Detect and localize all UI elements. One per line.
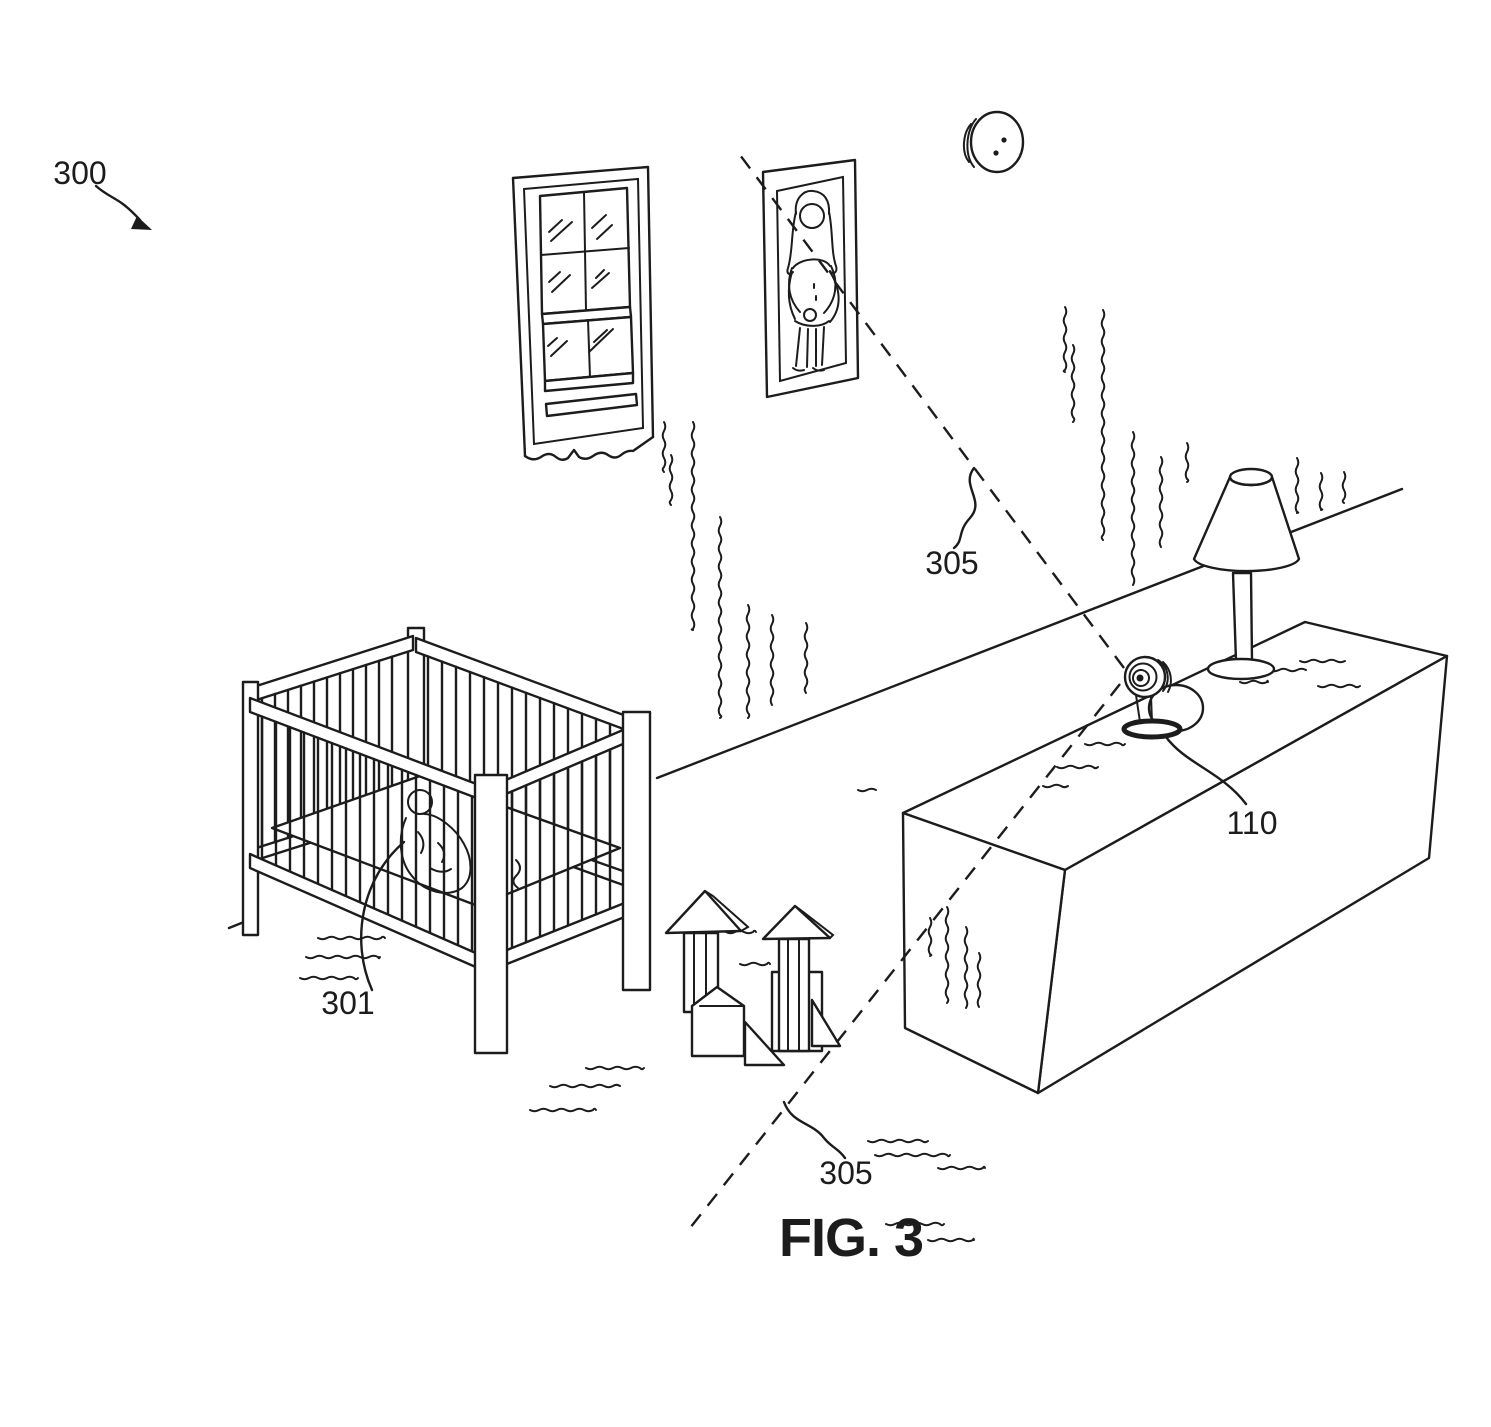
dresser-hatch-mark: [944, 906, 950, 1004]
wall-hatch-mark: [769, 614, 775, 706]
floor-hatch-mark: [317, 935, 386, 941]
toy-block-towers: [664, 889, 842, 1067]
floor-hatching: [299, 787, 986, 1243]
floor-hatch-mark: [885, 1221, 945, 1227]
glass-glare-lines: [547, 214, 614, 357]
floor-hatch-mark: [857, 787, 877, 793]
leader-305-lower: [782, 1100, 847, 1160]
crib-post-right: [621, 710, 652, 992]
label-305-lower: 305: [819, 1155, 872, 1191]
fov-line-upper: [739, 154, 1125, 669]
dresser-hatch-mark: [976, 952, 982, 1008]
lamp-stem: [1231, 571, 1254, 663]
wall-hatch-mark: [1130, 431, 1136, 586]
framed-portrait: [761, 158, 860, 399]
wall-hatching: [661, 306, 1347, 719]
floor-hatch-mark: [585, 1065, 645, 1071]
crib-slats-front-left: [260, 715, 474, 955]
leader-305-upper: [952, 466, 977, 550]
label-301: 301: [321, 985, 374, 1021]
wall-hatch-mark: [717, 516, 723, 719]
figure-caption: FIG. 3: [779, 1208, 923, 1268]
dresser-top-hatch-mark: [1269, 667, 1307, 673]
camera-base: [1121, 718, 1183, 740]
leader-110: [1164, 735, 1248, 806]
floor-hatch-mark: [299, 975, 359, 981]
camera-lens-icon: [1128, 662, 1158, 692]
dresser-top-hatch-mark: [1299, 658, 1346, 664]
dresser-hatch-mark: [927, 917, 933, 957]
dresser-hatch-mark: [963, 926, 969, 1009]
dresser-top-hatching: [1042, 658, 1361, 789]
block-wedge-center: [743, 1020, 786, 1067]
dresser-top-hatch-mark: [1084, 741, 1126, 747]
dresser-top-hatch-mark: [1317, 683, 1361, 689]
block-wedge-right: [810, 998, 842, 1048]
wall-hatch-mark: [661, 421, 667, 473]
leader-lines: [94, 184, 1248, 1160]
lamp-shade: [1192, 475, 1301, 573]
dresser-top-hatch-mark: [1239, 679, 1269, 685]
leader-300: [94, 184, 142, 222]
floor-hatch-mark: [874, 1152, 951, 1158]
wall-hatch-mark: [1318, 472, 1324, 511]
lamp-base: [1206, 657, 1276, 681]
floor-hatch-mark: [305, 954, 381, 960]
label-305-upper: 305: [925, 545, 978, 581]
wall-hatch-mark: [1184, 442, 1190, 483]
dresser-side-hatching: [927, 906, 982, 1009]
smoke-detector: [963, 110, 1025, 174]
table-lamp: [1192, 467, 1301, 681]
crib-post-near: [473, 773, 509, 1055]
camera-field-of-view: [689, 154, 1125, 1229]
label-300: 300: [53, 155, 106, 191]
floor-hatch-mark: [739, 961, 771, 967]
wall-hatch-mark: [803, 622, 809, 694]
floor-hatch-mark: [927, 1237, 975, 1243]
floor-hatch-mark: [867, 1138, 929, 1144]
dresser-top-hatch-mark: [1042, 783, 1069, 789]
fov-line-lower: [689, 683, 1121, 1229]
wall-hatch-mark: [1158, 456, 1164, 548]
baby-monitor-camera: [1121, 655, 1205, 740]
window-sill: [544, 392, 639, 418]
floor-hatch-mark: [529, 1107, 597, 1113]
wall-hatch-mark: [1341, 471, 1347, 504]
floor-hatch-mark: [549, 1083, 621, 1089]
wall-hatch-mark: [745, 604, 751, 719]
portrait-person: [786, 189, 840, 372]
wall-hatch-mark: [1062, 306, 1068, 373]
leader-300-arrowhead: [131, 216, 152, 230]
dresser-top-hatch-mark: [1056, 764, 1099, 770]
crib-post-left: [241, 680, 260, 937]
leader-301: [360, 840, 406, 992]
crib: [241, 626, 652, 1055]
window: [511, 165, 655, 461]
crib-slats-front-right: [510, 748, 612, 950]
wall-hatch-mark: [1294, 457, 1300, 514]
floor-hatch-mark: [937, 1165, 986, 1171]
wall-hatch-mark: [690, 421, 696, 631]
floor-hatch-mark: [725, 929, 757, 935]
block-arrow-roof-right: [761, 904, 832, 941]
wall-hatch-mark: [668, 454, 674, 506]
wall-hatch-mark: [1070, 344, 1076, 423]
reference-numerals: 300 301 110 305 305: [53, 155, 1277, 1191]
label-110: 110: [1226, 805, 1277, 841]
wall-hatch-mark: [1100, 309, 1106, 541]
